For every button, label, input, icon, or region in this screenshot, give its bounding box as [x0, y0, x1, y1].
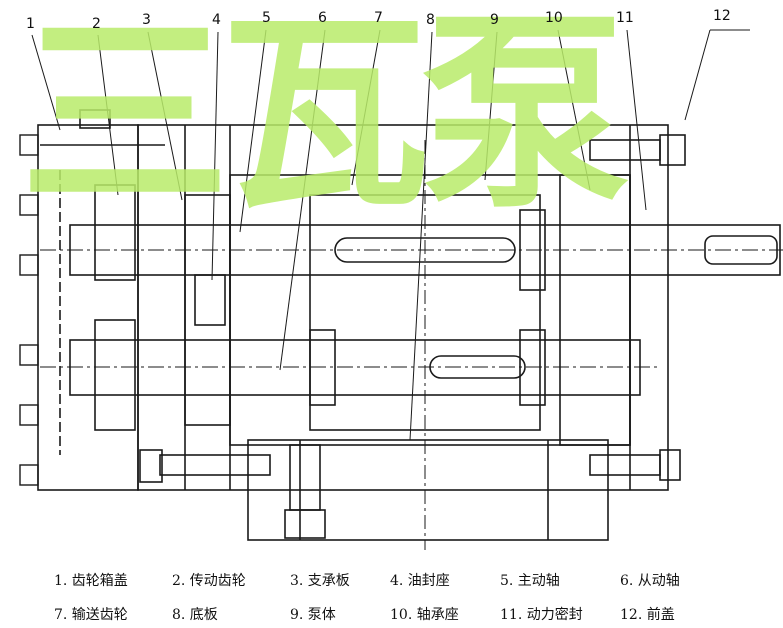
pump-housing: [137, 124, 669, 491]
callout-10: 10: [545, 10, 563, 26]
pump-body: [229, 174, 631, 446]
gearbox-cover: [37, 124, 139, 491]
front-cover-bolt-head-bottom: [659, 449, 681, 481]
front-cover-bolt-top: [589, 139, 661, 161]
callout-2: 2: [92, 16, 101, 32]
front-cover-bolt-head-top: [659, 134, 686, 166]
oil-seal-seat: [194, 274, 226, 326]
driven-shaft-collar-2: [519, 329, 546, 406]
legend-item-3: 3. 支承板: [290, 573, 350, 589]
legend-item-2: 2. 传动齿轮: [172, 573, 246, 589]
front-cover-bolt-bottom: [589, 454, 661, 476]
driven-shaft-key: [429, 355, 526, 379]
legend-item-12: 12. 前盖: [620, 607, 675, 623]
lower-left-bolt: [159, 454, 271, 476]
callout-11: 11: [616, 10, 634, 26]
callout-1: 1: [26, 16, 35, 32]
top-cap-bolt: [79, 109, 111, 129]
legend-item-11: 11. 动力密封: [500, 607, 583, 623]
legend-item-8: 8. 底板: [172, 607, 218, 623]
callout-3: 3: [142, 12, 151, 28]
legend-item-10: 10. 轴承座: [390, 607, 459, 623]
legend-item-9: 9. 泵体: [290, 607, 336, 623]
legend-item-5: 5. 主动轴: [500, 573, 560, 589]
support-plate: [184, 194, 231, 426]
upper-transmission-gear: [94, 184, 136, 281]
lower-transmission-gear: [94, 319, 136, 431]
callout-9: 9: [490, 12, 499, 28]
callout-8: 8: [426, 12, 435, 28]
base-bolt-head: [284, 509, 326, 539]
callout-6: 6: [318, 10, 327, 26]
legend-item-7: 7. 输送齿轮: [54, 607, 128, 623]
base-plate: [247, 439, 609, 541]
main-shaft-key: [334, 237, 516, 263]
callout-7: 7: [374, 10, 383, 26]
bearing-seat: [559, 174, 631, 446]
lower-left-bolt-head: [139, 449, 163, 483]
legend-item-4: 4. 油封座: [390, 573, 450, 589]
callout-4: 4: [212, 12, 221, 28]
legend-item-6: 6. 从动轴: [620, 573, 680, 589]
callout-12: 12: [713, 8, 731, 24]
leader-lines: [31, 29, 750, 441]
main-shaft-collar: [519, 209, 546, 291]
cover-bolts: [19, 134, 39, 486]
base-bolt: [289, 444, 321, 511]
shaft-end-key: [704, 235, 778, 265]
callout-5: 5: [262, 10, 271, 26]
legend-item-1: 1. 齿轮箱盖: [54, 573, 128, 589]
driven-shaft-collar: [309, 329, 336, 406]
